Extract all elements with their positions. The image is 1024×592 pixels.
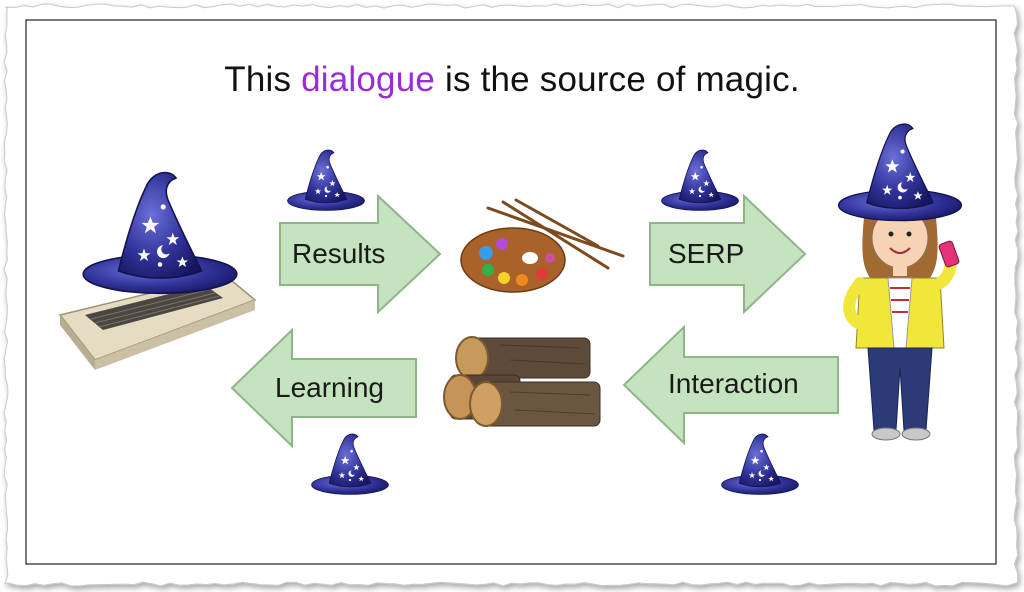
serp-label: SERP	[668, 238, 744, 270]
wizard-hat-icon	[720, 430, 800, 498]
paint-palette-icon	[458, 198, 633, 298]
wizard-hat-icon	[310, 430, 390, 498]
girl-with-wizard-hat-icon	[830, 118, 970, 448]
title-suffix: is the source of magic.	[435, 60, 800, 99]
results-label: Results	[292, 238, 385, 270]
title-prefix: This	[224, 60, 301, 99]
title-highlight: dialogue	[301, 60, 435, 99]
wizard-hat-icon	[286, 146, 366, 214]
interaction-label: Interaction	[668, 368, 799, 400]
wizard-hat-icon	[660, 146, 740, 214]
computer-wizard-hat-icon	[55, 165, 270, 375]
slide-title: This dialogue is the source of magic.	[0, 60, 1024, 100]
learning-label: Learning	[275, 372, 384, 404]
wood-logs-icon	[440, 330, 605, 435]
